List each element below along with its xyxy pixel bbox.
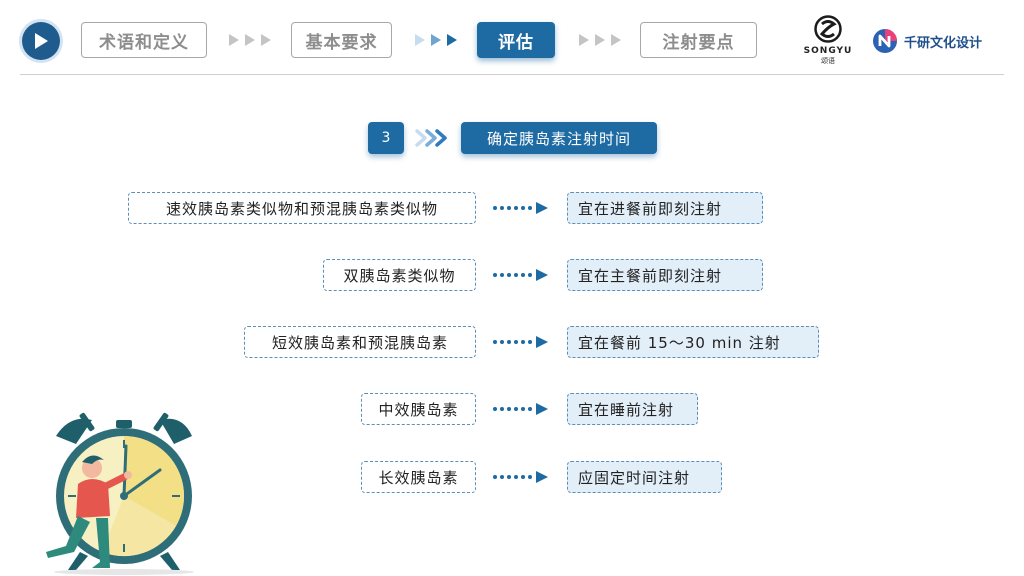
insulin-type-box: 双胰岛素类似物 <box>323 259 476 291</box>
play-icon <box>35 33 48 49</box>
nav-item-basic-requirements[interactable]: 基本要求 <box>291 22 392 58</box>
n-badge-icon <box>873 29 897 53</box>
injection-timing-box: 宜在睡前注射 <box>567 393 698 425</box>
header-divider <box>20 74 1004 75</box>
qianyan-name: 千研文化设计 <box>904 35 983 51</box>
section-arrows <box>415 129 449 151</box>
insulin-type-box: 速效胰岛素类似物和预混胰岛素类似物 <box>128 192 476 224</box>
dotted-arrow-icon <box>493 202 548 214</box>
triple-chevron-icon <box>415 34 457 46</box>
songyu-emblem-icon <box>814 15 842 43</box>
dotted-arrow-icon <box>493 471 548 483</box>
songyu-wordmark: SONGYU <box>803 46 853 56</box>
dotted-arrow-icon <box>493 336 548 348</box>
triple-chevron-icon <box>229 34 271 46</box>
nav-arrows-1 <box>228 30 274 50</box>
dotted-arrow-icon <box>493 269 548 281</box>
injection-timing-box: 宜在进餐前即刻注射 <box>567 192 763 224</box>
injection-timing-box: 宜在餐前 15～30 min 注射 <box>567 326 819 358</box>
play-button[interactable] <box>22 22 60 60</box>
songyu-subtitle: 颂语 <box>821 57 835 65</box>
insulin-type-box: 短效胰岛素和预混胰岛素 <box>244 326 476 358</box>
dotted-arrow-icon <box>493 403 548 415</box>
triple-chevron-icon <box>579 34 621 46</box>
nav-item-injection-points[interactable]: 注射要点 <box>640 22 757 58</box>
alarm-clock-illustration <box>46 412 194 575</box>
qianyan-logo: 千研文化设计 <box>872 27 982 55</box>
triple-chevron-icon <box>415 129 447 147</box>
injection-timing-box: 宜在主餐前即刻注射 <box>567 259 763 291</box>
insulin-type-box: 长效胰岛素 <box>361 461 476 493</box>
songyu-logo: SONGYU 颂语 <box>797 15 859 65</box>
top-navigation-bar: 术语和定义 基本要求 评估 注射要点 SONGYU 颂语 千研文化设计 <box>0 0 1024 78</box>
section-title: 确定胰岛素注射时间 <box>461 122 657 154</box>
nav-item-assessment[interactable]: 评估 <box>477 22 555 58</box>
nav-arrows-2 <box>414 30 460 50</box>
insulin-type-box: 中效胰岛素 <box>361 393 476 425</box>
section-number-badge: 3 <box>368 122 404 154</box>
injection-timing-box: 应固定时间注射 <box>567 461 722 493</box>
nav-item-terms-definitions[interactable]: 术语和定义 <box>81 22 207 58</box>
nav-arrows-3 <box>578 30 624 50</box>
